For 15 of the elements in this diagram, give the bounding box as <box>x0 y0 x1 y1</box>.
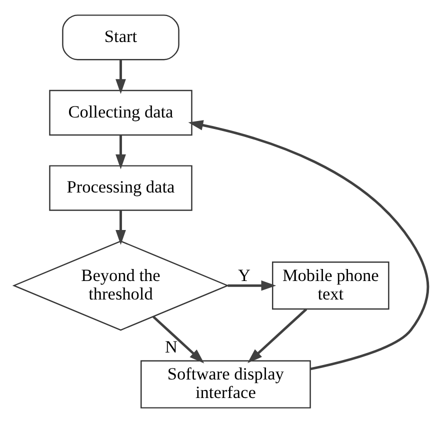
edge-label: N <box>164 338 177 357</box>
edge-label: Y <box>237 266 250 285</box>
arrow <box>247 308 307 364</box>
node-box: Collecting data <box>48 90 192 136</box>
arrow <box>152 316 204 364</box>
arrow <box>115 60 126 94</box>
node-box: Software display interface <box>140 360 310 408</box>
node-box: Start <box>62 14 179 60</box>
node-box: Mobile phone text <box>272 262 389 310</box>
arrow <box>115 135 126 170</box>
node-diamond: Beyond the threshold <box>12 240 229 331</box>
node-box: Processing data <box>48 165 192 211</box>
arrow <box>115 210 126 245</box>
arrow <box>188 120 429 370</box>
arrow <box>227 280 276 291</box>
